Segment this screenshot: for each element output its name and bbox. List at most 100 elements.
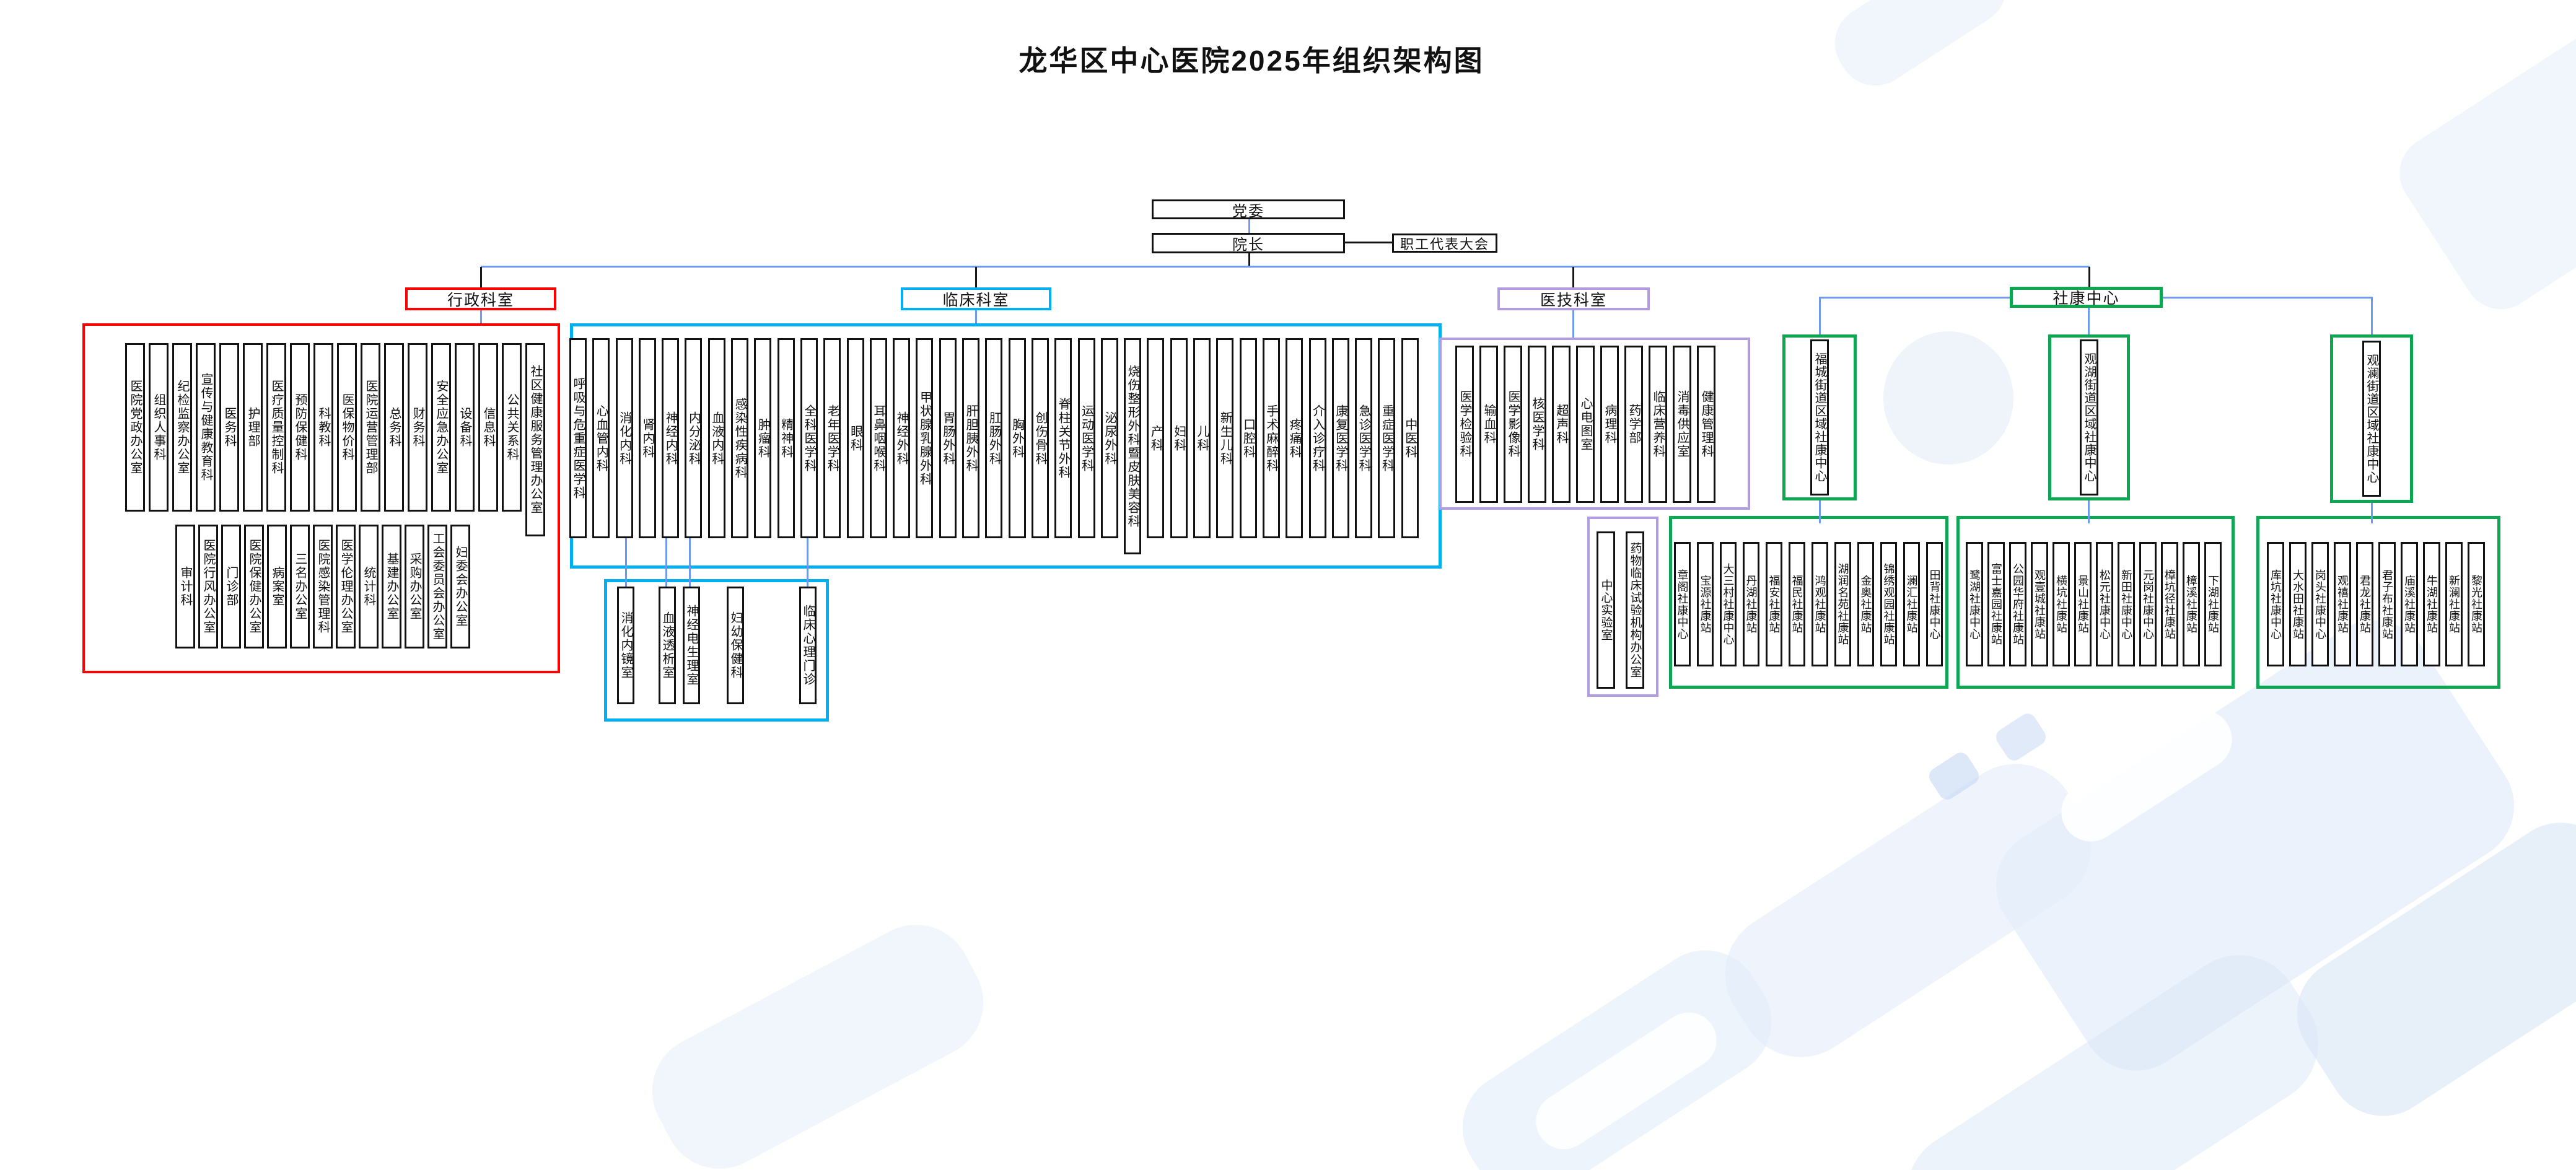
admin-dept-box: 医院行风办公室	[198, 525, 218, 648]
connector-line	[480, 267, 482, 287]
station-box: 田背社康中心	[1926, 542, 1943, 666]
admin-dept-box: 审计科	[175, 525, 195, 648]
clinical-dept-box: 中医科	[1401, 338, 1419, 538]
station-box: 黎光社康站	[2468, 542, 2485, 666]
medtech-dept-row: 医学检验科输血科医学影像科核医学科超声科心电图室病理科药学部临床营养科消毒供应室…	[1455, 346, 1715, 503]
admin-dept-box: 医疗质量控制科	[266, 343, 286, 512]
station-box: 庙溪社康站	[2401, 542, 2418, 666]
admin-dept-box: 科教科	[313, 343, 333, 512]
clinical-dept-box: 疼痛科	[1286, 338, 1303, 538]
medtech-dept-box: 超声科	[1552, 346, 1571, 503]
admin-dept-box: 设备科	[455, 343, 475, 512]
admin-dept-box: 病案室	[267, 525, 287, 648]
connector-line	[2163, 297, 2372, 299]
medtech-sub-box: 中心实验室	[1597, 531, 1615, 689]
admin-dept-box: 医院运营管理部	[361, 343, 380, 512]
connector-line	[1248, 253, 1250, 267]
admin-dept-box: 宣传与健康教育科	[196, 343, 216, 512]
clinical-dept-box: 血液内科	[708, 338, 725, 538]
community-center-fucheng: 福城街道区域社康中心	[1782, 334, 1857, 500]
clinical-dept-box: 肿瘤科	[754, 338, 772, 538]
clinical-dept-box: 新生儿科	[1216, 338, 1234, 538]
branch-header-community: 社康中心	[2010, 287, 2163, 308]
clinical-dept-box: 胸外科	[1008, 338, 1026, 538]
station-box: 鹭湖社康中心	[1966, 542, 1983, 666]
clinical-dept-row: 呼吸与危重症医学科心血管内科消化内科肾内科神经内科内分泌科血液内科感染性疾病科肿…	[569, 338, 1419, 554]
admin-dept-box: 组织人事科	[149, 343, 169, 512]
station-group-guanlan: 库坑社康中心大水田社康站岗头社康中心观禧社康站君龙社康站君子布社康站庙溪社康站牛…	[2256, 516, 2500, 689]
community-center-guanlan: 观澜街道区域社康中心	[2330, 334, 2413, 503]
clinical-sub-box: 临床心理门诊	[799, 587, 817, 704]
medtech-sub-container	[1587, 517, 1658, 697]
admin-dept-box: 信息科	[478, 343, 498, 512]
medtech-sub-box: 药物临床试验机构办公室	[1626, 531, 1644, 689]
clinical-dept-box: 耳鼻咽喉科	[869, 338, 887, 538]
clinical-dept-box: 肾内科	[638, 338, 656, 538]
clinical-dept-box: 肛肠外科	[985, 338, 1003, 538]
clinical-dept-box: 康复医学科	[1331, 338, 1349, 538]
admin-dept-box: 医学伦理办公室	[336, 525, 356, 648]
medtech-dept-box: 医学影像科	[1504, 346, 1522, 503]
party-committee-box: 党委	[1152, 199, 1345, 220]
clinical-dept-box: 胃肠外科	[939, 338, 957, 538]
community-center-guanhu-label: 观湖街道区域社康中心	[2080, 339, 2098, 496]
connector-line	[1819, 499, 1821, 523]
medtech-dept-box: 药学部	[1624, 346, 1643, 503]
admin-dept-box: 工会委员会办公室	[427, 525, 447, 648]
admin-dept-box: 统计科	[359, 525, 379, 648]
medtech-dept-box: 核医学科	[1528, 346, 1546, 503]
connector-line	[975, 310, 977, 323]
clinical-dept-box: 感染性疾病科	[731, 338, 749, 538]
medtech-dept-box: 健康管理科	[1697, 346, 1715, 503]
connector-line	[625, 538, 627, 587]
admin-dept-box: 社区健康服务管理办公室	[525, 343, 545, 536]
clinical-sub-box: 神经电生理室	[683, 587, 700, 704]
branch-header-admin: 行政科室	[405, 287, 556, 310]
station-box: 锦绣观园社康站	[1880, 542, 1897, 666]
station-box: 章阁社康中心	[1674, 542, 1691, 666]
connector-line	[1248, 219, 1250, 234]
background-shape	[1820, 0, 2021, 100]
clinical-dept-box: 运动医学科	[1077, 338, 1095, 538]
clinical-dept-box: 重症医学科	[1378, 338, 1396, 538]
admin-dept-box: 医务科	[219, 343, 239, 512]
station-box: 丹湖社康站	[1743, 542, 1759, 666]
clinical-dept-box: 介入诊疗科	[1308, 338, 1326, 538]
connector-line	[1819, 297, 1821, 334]
station-box: 樟坑径社康站	[2161, 542, 2178, 666]
clinical-dept-box: 创伤骨科	[1031, 338, 1049, 538]
admin-dept-box: 医保物价科	[337, 343, 357, 512]
clinical-sub-box: 消化内镜室	[617, 587, 634, 704]
connector-line	[1345, 242, 1393, 243]
admin-dept-box: 妇委会办公室	[450, 525, 470, 648]
admin-dept-box: 三名办公室	[290, 525, 310, 648]
clinical-dept-box: 口腔科	[1239, 338, 1257, 538]
clinical-dept-box: 儿科	[1193, 338, 1211, 538]
station-box: 湖润名苑社康站	[1834, 542, 1851, 666]
background-shape	[1992, 710, 2049, 764]
clinical-dept-box: 全科医学科	[800, 338, 818, 538]
station-box: 金奥社康站	[1857, 542, 1874, 666]
background-shape	[1441, 928, 1793, 1170]
station-box: 松元社康中心	[2096, 542, 2113, 666]
admin-dept-row-2: 审计科医院行风办公室门诊部医院保健办公室病案室三名办公室医院感染管理科医学伦理办…	[175, 525, 470, 648]
station-box: 君子布社康站	[2378, 542, 2396, 666]
workers-congress-box: 职工代表大会	[1392, 234, 1497, 253]
connector-line	[481, 266, 2090, 268]
community-center-guanhu: 观湖街道区域社康中心	[2048, 334, 2130, 500]
admin-dept-box: 护理部	[243, 343, 263, 512]
clinical-dept-box: 消化内科	[615, 338, 633, 538]
clinical-dept-box: 呼吸与危重症医学科	[569, 338, 587, 538]
clinical-dept-box: 烧伤整形外科暨皮肤美容科	[1124, 338, 1142, 554]
connector-line	[1572, 310, 1574, 338]
station-box: 大三村社康中心	[1720, 542, 1737, 666]
medtech-dept-box: 心电图室	[1576, 346, 1595, 503]
station-box: 澜汇社康站	[1903, 542, 1920, 666]
station-box: 下湖社康站	[2204, 542, 2222, 666]
clinical-sub-box: 妇幼保健科	[727, 587, 744, 704]
clinical-dept-box: 内分泌科	[685, 338, 703, 538]
station-box: 牛湖社康站	[2423, 542, 2440, 666]
clinical-dept-box: 急诊医学科	[1355, 338, 1373, 538]
clinical-dept-box: 精神科	[777, 338, 795, 538]
station-box: 富士嘉园社康站	[1987, 542, 2005, 666]
